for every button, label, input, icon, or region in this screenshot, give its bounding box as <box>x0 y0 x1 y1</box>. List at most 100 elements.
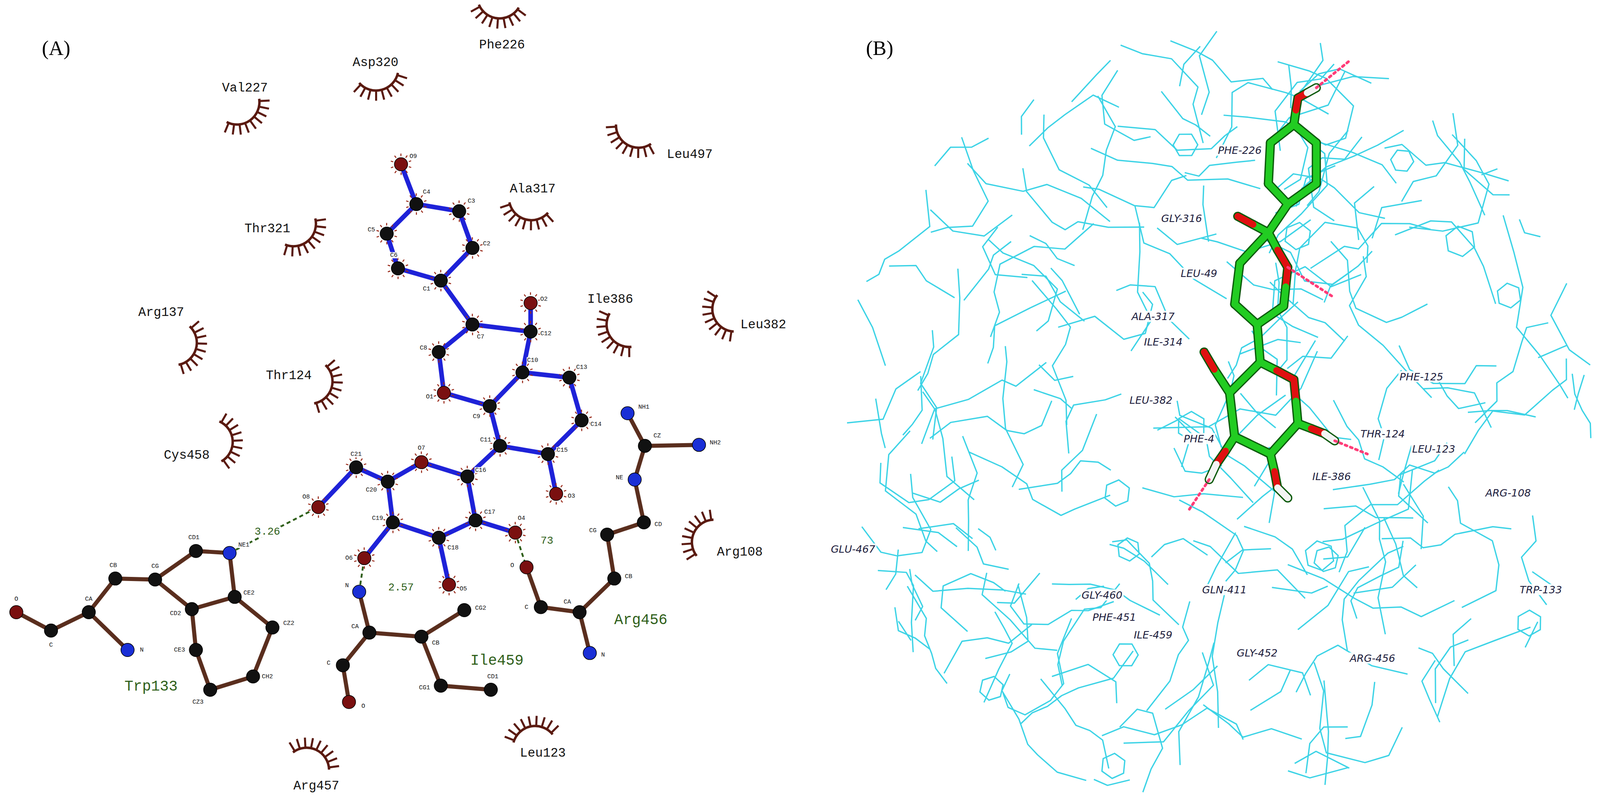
contact-spoke <box>599 311 609 316</box>
contact-tick <box>354 560 357 562</box>
atom <box>148 572 162 586</box>
contact-tick <box>451 389 455 391</box>
hydrogen-bond <box>229 507 319 554</box>
contact-tick <box>416 212 417 215</box>
residue-wire <box>1272 586 1328 594</box>
contact-tick <box>322 498 325 501</box>
contact-spoke <box>596 326 607 328</box>
contact-tick <box>421 195 423 198</box>
contact-tick <box>453 575 456 578</box>
contact-tick <box>589 416 592 418</box>
residue-wire <box>1151 538 1208 558</box>
contact-tick <box>437 384 440 387</box>
contact-spoke <box>329 766 340 768</box>
atom <box>452 204 466 218</box>
ligand-bond <box>1209 464 1217 480</box>
contact-tick <box>387 489 389 493</box>
contact-tick <box>552 445 555 448</box>
contact-spoke <box>257 112 267 117</box>
contact-tick <box>477 254 479 257</box>
residue-wire <box>1384 144 1509 181</box>
atom-label: O9 <box>409 153 418 160</box>
contact-spoke <box>325 397 334 405</box>
atom <box>442 578 456 592</box>
atom <box>549 487 563 501</box>
contact-tick <box>465 517 468 518</box>
atom-label: CZ3 <box>192 698 204 706</box>
residue-wire <box>1225 548 1271 564</box>
contact-tick <box>520 305 523 307</box>
contact-tick <box>311 498 314 501</box>
hydrophobic-contact-symbol <box>219 413 243 469</box>
bond-outline <box>1234 263 1240 305</box>
atom-label: C12 <box>540 330 552 337</box>
atom-label: C7 <box>476 333 485 340</box>
ligand-bond <box>1234 263 1240 305</box>
contact-tick <box>530 292 532 295</box>
contact-tick <box>547 462 549 465</box>
residue-label: Ile386 <box>587 292 634 306</box>
hydrophobic-contact-symbol <box>178 321 207 375</box>
contact-spoke <box>321 400 328 410</box>
contact-spoke <box>227 456 236 463</box>
atom <box>457 603 471 617</box>
residue-wire <box>1179 46 1201 87</box>
contact-tick <box>440 270 442 273</box>
hydrogen-bond <box>1316 61 1350 88</box>
contact-tick <box>466 315 468 319</box>
contact-spoke <box>607 132 618 136</box>
contact-spoke <box>606 341 614 349</box>
contact-tick <box>394 155 397 158</box>
residue-wire <box>907 586 948 684</box>
atom <box>336 658 350 672</box>
atom-label: O8 <box>302 494 311 501</box>
atom <box>524 325 538 339</box>
residue-wire <box>1339 470 1440 573</box>
atom-label: C <box>524 604 529 611</box>
contact-spoke <box>730 331 732 342</box>
contact-spoke <box>621 346 624 357</box>
contact-arc <box>314 365 333 404</box>
contact-tick <box>308 503 311 505</box>
contact-spoke <box>180 363 184 374</box>
residue-label: LEU-49 <box>1179 267 1219 280</box>
contact-tick <box>386 471 388 474</box>
bond-outline <box>1307 87 1317 93</box>
atom <box>342 695 356 709</box>
residue-wire <box>1401 113 1459 202</box>
contact-tick <box>576 374 580 376</box>
residue-wire <box>1020 650 1134 724</box>
residue-label: GLU-467 <box>829 543 877 555</box>
residue-wire <box>963 241 1012 301</box>
atom <box>515 365 529 379</box>
ligand-bond <box>444 392 490 406</box>
hydrophobic-contact-symbol <box>500 202 554 231</box>
residue-wire <box>984 611 1013 703</box>
bond-outline <box>1257 306 1285 325</box>
residue-wire <box>1142 487 1243 498</box>
contact-tick <box>358 564 360 567</box>
residue-label: TRP-133 <box>1518 584 1564 596</box>
residue-wire <box>982 227 1028 278</box>
atom-label: CB <box>109 562 118 569</box>
atom <box>265 620 280 635</box>
contact-tick <box>571 417 575 419</box>
ligand-bond <box>1268 203 1288 233</box>
contact-tick <box>405 170 408 173</box>
hydrophobic-contact-symbol <box>289 737 339 770</box>
atom <box>572 605 586 619</box>
residue-bond <box>645 444 700 446</box>
residue-label: Trp133 <box>124 679 178 695</box>
residue-label: Arg137 <box>138 305 185 319</box>
contact-tick <box>494 412 497 415</box>
atom <box>394 157 408 171</box>
contact-tick <box>451 395 455 396</box>
atom-label: CG <box>588 527 598 534</box>
contact-tick <box>568 366 570 370</box>
atom-label: O <box>13 595 19 603</box>
residue-wire <box>1032 280 1071 426</box>
contact-spoke <box>304 737 306 749</box>
contact-spoke <box>315 219 327 221</box>
contact-tick <box>434 272 437 275</box>
residue-wire <box>1029 235 1075 266</box>
